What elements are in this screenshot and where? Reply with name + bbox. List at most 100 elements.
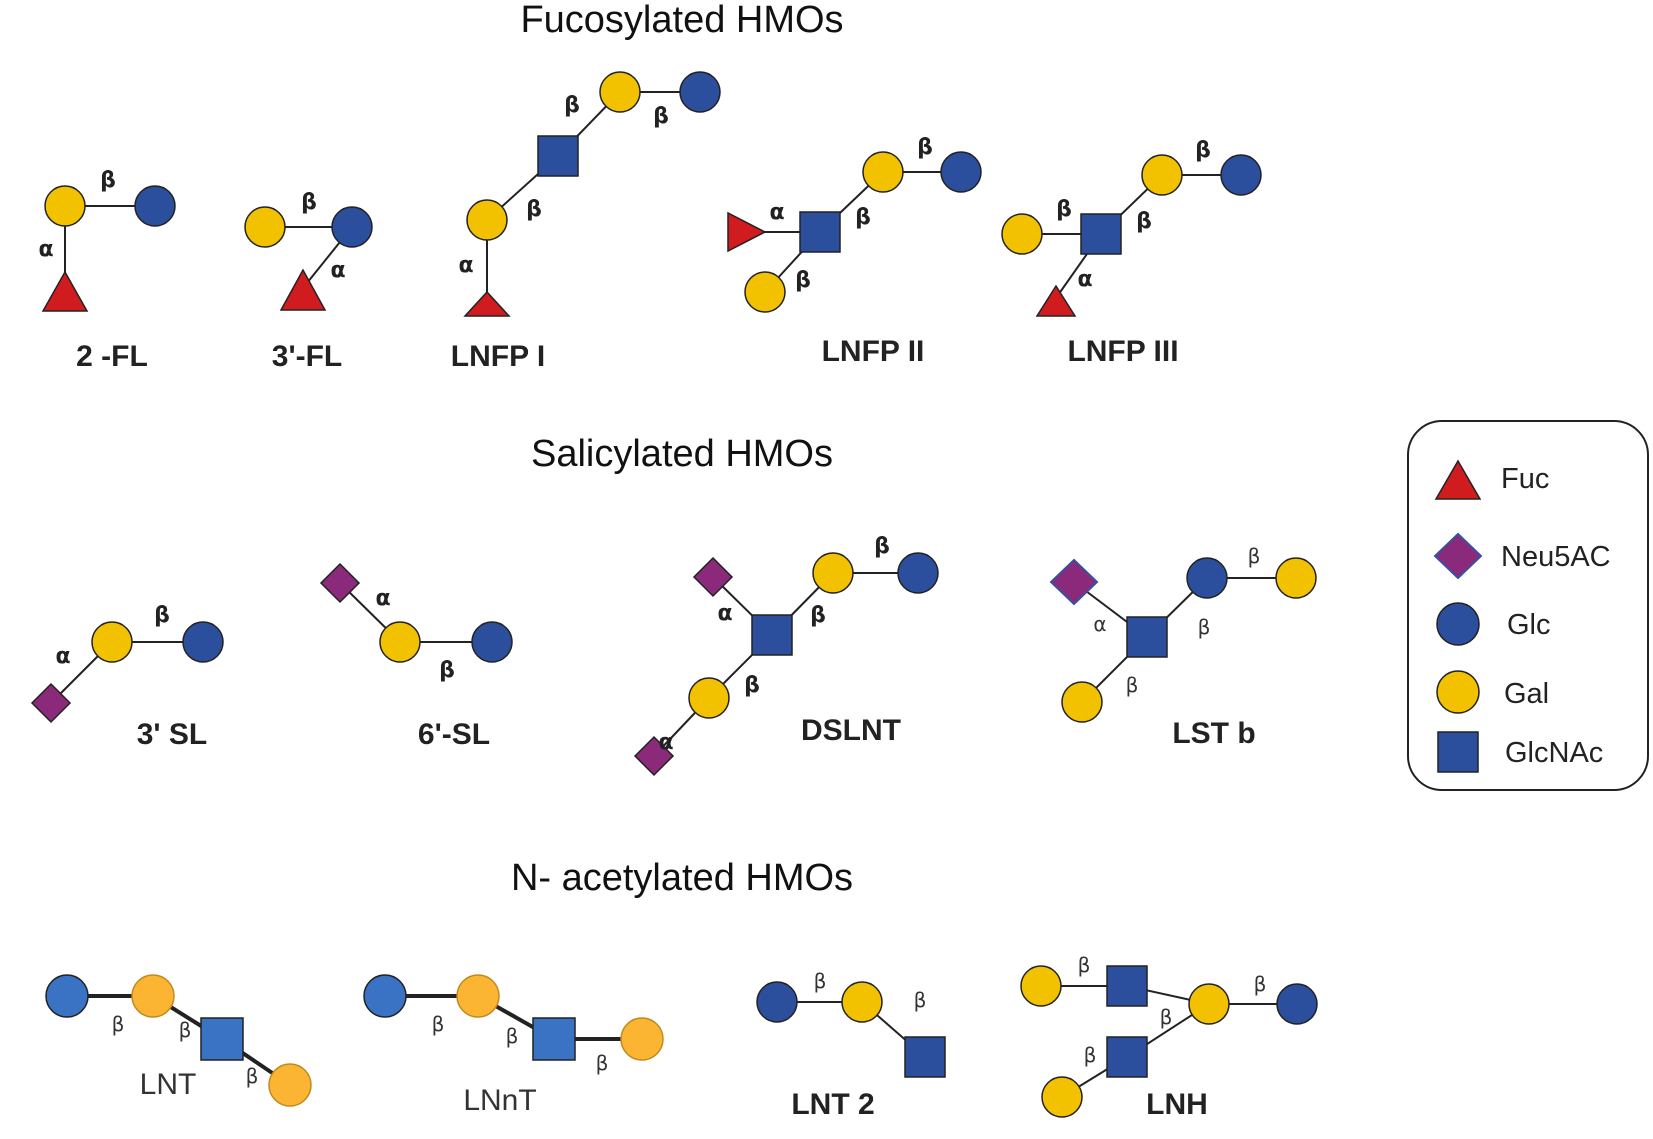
gal-icon	[1141, 154, 1183, 196]
linkage-alpha: α	[769, 200, 784, 225]
structure-6sl: α β 6'-SL	[319, 562, 513, 751]
structure-lnt2: β β LNT 2	[756, 969, 946, 1121]
structure-label-2fl: 2 -FL	[76, 340, 148, 373]
structure-label-lnt: LNT	[140, 1068, 197, 1101]
linkage-beta: β	[795, 268, 811, 293]
glcnac-icon	[1106, 1036, 1148, 1078]
linkage-beta: β	[100, 168, 116, 193]
structure-3sl: β α 3' SL	[30, 603, 224, 751]
gal-icon	[1436, 670, 1480, 714]
structure-label-lnfp2: LNFP II	[822, 335, 925, 368]
linkage-beta: β	[1084, 1043, 1097, 1067]
linkage-beta: β	[301, 190, 317, 215]
glc-icon	[363, 974, 407, 1018]
neu5ac-icon	[319, 562, 361, 604]
linkage-alpha: α	[55, 644, 70, 669]
gal-icon	[599, 71, 641, 113]
structure-label-dslnt: DSLNT	[801, 714, 901, 747]
gal-icon	[688, 677, 730, 719]
fuc-icon	[1434, 459, 1482, 500]
gal-icon	[812, 552, 854, 594]
linkage-beta: β	[179, 1018, 192, 1042]
section-title-sialylated: Salicylated HMOs	[531, 433, 833, 475]
glc-icon	[1186, 557, 1228, 599]
gal-icon	[862, 151, 904, 193]
linkage-beta: β	[439, 658, 455, 683]
glc-icon	[1276, 983, 1318, 1025]
neu5ac-icon	[1049, 558, 1099, 606]
glcnac-icon	[799, 211, 841, 253]
linkage-alpha: α	[1093, 612, 1106, 636]
linkage-beta: β	[855, 205, 871, 230]
linkage-beta: β	[1056, 197, 1072, 222]
glc-icon	[331, 206, 373, 248]
glc-icon	[471, 621, 513, 663]
neu5ac-icon	[1433, 532, 1483, 580]
gal-icon	[1001, 213, 1043, 255]
gal-icon	[1020, 965, 1062, 1007]
structure-lnfp1: β β β α LNFP I	[451, 71, 721, 373]
glcnac-icon	[904, 1036, 946, 1078]
linkage-beta: β	[1160, 1005, 1173, 1029]
glcnac-icon	[532, 1017, 576, 1061]
neu5ac-icon	[30, 682, 72, 724]
gal-icon	[1041, 1076, 1083, 1118]
linkage-beta: β	[1195, 138, 1211, 163]
structure-lnfp2: α β β β LNFP II	[727, 135, 982, 368]
legend: Fuc Neu5AC Glc Gal GlcNAc	[1407, 420, 1649, 791]
linkage-beta: β	[154, 603, 170, 628]
gal-icon	[841, 981, 883, 1023]
legend-label-neu5ac: Neu5AC	[1501, 541, 1611, 573]
linkage-beta: β	[1198, 615, 1211, 639]
linkage-beta: β	[1078, 953, 1091, 977]
gal-icon	[44, 185, 86, 227]
linkage-alpha: α	[1077, 267, 1092, 292]
glc-icon	[756, 981, 798, 1023]
structure-3fl: β α 3'-FL	[244, 190, 373, 373]
linkage-beta: β	[1136, 209, 1152, 234]
structure-label-lnfp3: LNFP III	[1067, 335, 1178, 368]
fuc-icon	[41, 270, 89, 312]
linkage-beta: β	[112, 1012, 125, 1036]
glcnac-icon	[200, 1017, 244, 1061]
legend-label-fuc: Fuc	[1501, 463, 1549, 495]
gal-icon	[1188, 983, 1230, 1025]
linkage-alpha: α	[375, 586, 390, 611]
linkage-beta: β	[1248, 544, 1261, 568]
gal-icon	[131, 974, 175, 1018]
structure-2fl: β α 2 -FL	[38, 168, 176, 373]
linkage-beta: β	[914, 988, 927, 1012]
linkage-beta: β	[564, 93, 580, 118]
glc-icon	[45, 974, 89, 1018]
glc-icon	[134, 185, 176, 227]
structure-label-3sl: 3' SL	[137, 718, 208, 751]
structure-dslnt: β α β β α DSLNT	[633, 534, 939, 777]
glc-icon	[182, 621, 224, 663]
linkage-alpha: α	[658, 730, 673, 755]
gal-icon	[466, 199, 508, 241]
fuc-icon	[279, 268, 327, 311]
glcnac-icon	[1437, 731, 1479, 773]
fuc-icon	[1035, 284, 1077, 317]
linkage-beta: β	[246, 1064, 259, 1088]
gal-icon	[744, 271, 786, 313]
glcnac-icon	[537, 135, 579, 177]
linkage-beta: β	[526, 197, 542, 222]
linkage-beta: β	[596, 1051, 609, 1075]
structure-lstb: β α β β LST b	[1049, 544, 1317, 750]
gal-icon	[268, 1063, 312, 1107]
gal-icon	[1275, 557, 1317, 599]
structure-lnfp3: β β β α LNFP III	[1001, 138, 1262, 368]
glc-icon	[1436, 602, 1480, 646]
glc-icon	[897, 552, 939, 594]
linkage-beta: β	[810, 603, 826, 628]
fuc-icon	[727, 211, 767, 253]
structure-label-3fl: 3'-FL	[272, 340, 342, 373]
legend-label-glcnac: GlcNAc	[1505, 737, 1603, 769]
gal-icon	[456, 974, 500, 1018]
legend-label-glc: Glc	[1507, 609, 1551, 641]
structure-label-6sl: 6'-SL	[418, 718, 490, 751]
structure-label-lnt2: LNT 2	[791, 1088, 874, 1121]
structure-label-lnnt: LNnT	[463, 1084, 536, 1117]
